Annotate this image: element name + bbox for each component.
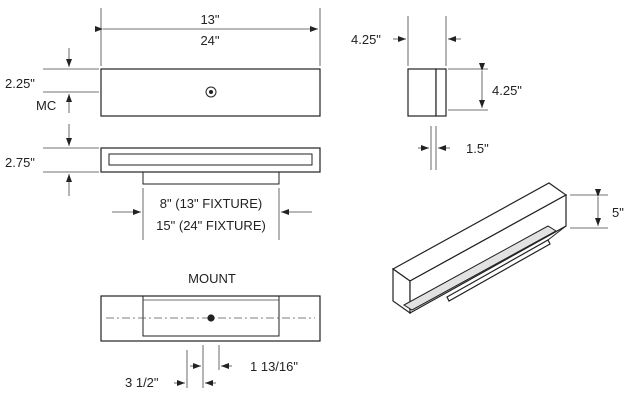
mount-view: MOUNT 1 13/16" 3 1/2" xyxy=(100,271,321,390)
width-13-label: 13" xyxy=(200,12,219,27)
height-225-label: 2.25" xyxy=(5,76,35,91)
mount-label: MOUNT xyxy=(188,271,236,286)
iso-lens xyxy=(403,225,557,311)
side-height-label: 4.25" xyxy=(492,83,522,98)
isometric-view: 5" xyxy=(391,182,624,315)
mount-1-13-16-label: 1 13/16" xyxy=(250,359,298,374)
mount-3-1-2-label: 3 1/2" xyxy=(125,375,159,390)
mount-hole-icon xyxy=(205,86,217,98)
bottom-view: 2.75" 8" (13" FIXTURE) 15" (24" FIXTURE) xyxy=(5,124,321,240)
front-view: 13" 24" 2.25" MC xyxy=(5,8,321,117)
mount-plate xyxy=(142,295,280,337)
side-profile xyxy=(407,68,437,117)
lens-opening xyxy=(108,153,313,166)
side-depth-label: 1.5" xyxy=(466,141,489,156)
side-mount-bracket xyxy=(435,68,447,117)
iso-mount-plate xyxy=(446,239,551,302)
iso-height-label: 5" xyxy=(612,205,624,220)
fixture-bottom xyxy=(100,147,321,173)
mount-point-icon xyxy=(207,314,215,322)
mounting-plate xyxy=(142,171,280,185)
side-view: 4.25" 4.25" 1.5" xyxy=(351,16,522,170)
center-8-label: 8" (13" FIXTURE) xyxy=(160,196,262,211)
mc-label: MC xyxy=(36,98,56,113)
width-24-label: 24" xyxy=(200,33,219,48)
center-15-label: 15" (24" FIXTURE) xyxy=(156,218,266,233)
height-275-label: 2.75" xyxy=(5,155,35,170)
side-width-label: 4.25" xyxy=(351,32,381,47)
